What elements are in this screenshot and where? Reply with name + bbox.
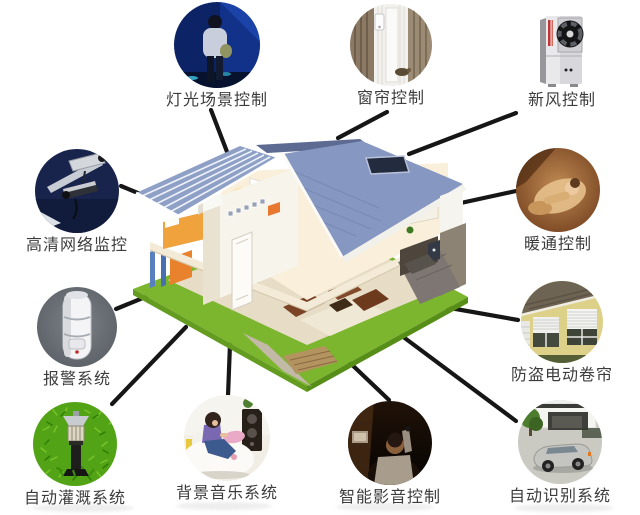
system-node-lighting: 灯光场景控制	[147, 2, 287, 108]
system-node-shutter: 防盗电动卷帘	[492, 281, 632, 383]
security-roller-shutter-photo	[521, 281, 603, 363]
label-shadow	[336, 503, 434, 511]
viewer-figure	[374, 455, 414, 485]
alarm-motion-sensor-photo	[37, 287, 117, 367]
hvac-comfort-photo	[516, 148, 600, 232]
woman-figure	[202, 423, 222, 443]
system-node-curtain: 窗帘控制	[321, 4, 461, 106]
home-theater-photo	[348, 401, 432, 485]
label-shadow	[176, 502, 272, 510]
system-label-curtain: 窗帘控制	[356, 88, 425, 107]
system-node-av: 智能影音控制	[320, 401, 460, 505]
curtain-motor	[374, 13, 385, 31]
water-heater	[428, 240, 440, 263]
irrigation-lawn-photo	[33, 402, 117, 486]
tv	[262, 248, 290, 274]
background-music-photo	[184, 395, 270, 481]
connector-line-curtain	[335, 109, 390, 141]
label-shadow	[514, 504, 614, 512]
front-door	[231, 231, 253, 311]
cctv-cameras-photo	[35, 149, 119, 233]
system-node-music: 背景音乐系统	[157, 395, 297, 501]
system-node-irrigation: 自动灌溉系统	[5, 402, 145, 506]
garden-sprinkler-lamp	[63, 416, 89, 426]
curtain-control-photo	[350, 4, 432, 86]
system-label-fresh-air: 新风控制	[527, 90, 596, 109]
connector-line-music	[225, 341, 233, 399]
system-label-alarm: 报警系统	[42, 369, 111, 388]
camera-top	[68, 152, 106, 172]
system-label-recognition: 自动识别系统	[508, 486, 611, 505]
house-roof	[283, 141, 463, 257]
house-lawn	[133, 218, 468, 386]
system-label-music: 背景音乐系统	[175, 483, 278, 502]
system-label-av: 智能影音控制	[338, 487, 441, 506]
shutter-window-right	[567, 309, 597, 345]
skylight	[364, 155, 411, 175]
system-node-hvac: 暖通控制	[488, 148, 628, 252]
connector-line-lighting	[208, 107, 232, 160]
fresh-air-unit-photo	[536, 12, 588, 88]
system-node-alarm: 报警系统	[7, 287, 147, 387]
system-label-irrigation: 自动灌溉系统	[23, 488, 126, 507]
connector-line-av	[344, 357, 392, 403]
system-label-lighting: 灯光场景控制	[165, 90, 268, 109]
system-label-cctv: 高清网络监控	[25, 235, 128, 254]
system-label-shutter: 防盗电动卷帘	[510, 365, 613, 384]
system-node-recognition: 自动识别系统	[490, 400, 630, 504]
car-recognition-photo	[518, 400, 602, 484]
label-shadow	[32, 504, 134, 512]
system-node-fresh-air: 新风控制	[492, 12, 632, 108]
system-node-cctv: 高清网络监控	[7, 149, 147, 253]
system-label-hvac: 暖通控制	[523, 234, 592, 253]
garage-wall	[440, 223, 466, 296]
shutter-window-left	[533, 317, 559, 347]
lighting-scene-photo	[174, 2, 260, 88]
